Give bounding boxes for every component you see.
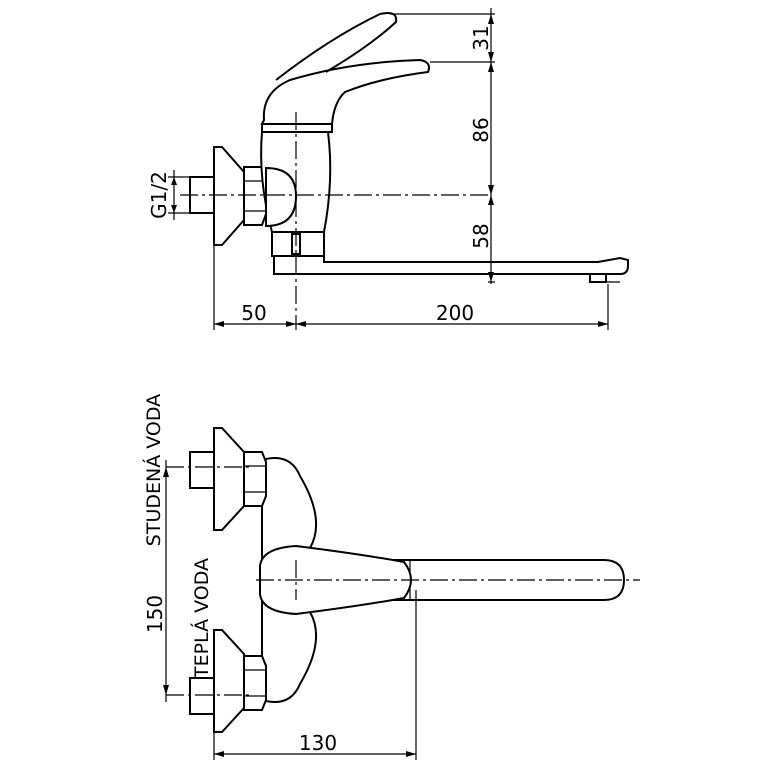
dim-label-thread: G1/2 (147, 171, 171, 219)
side-lever-handle (260, 58, 430, 125)
top-lower-flange (213, 629, 245, 733)
dim-label-58: 58 (469, 223, 493, 248)
top-lower-inlet-pipe (189, 677, 215, 715)
dim-arrows-horizontal-bottom (214, 321, 608, 327)
top-lever (259, 544, 412, 616)
dim-arrows-vertical-right (488, 14, 494, 282)
side-spout-tip (589, 273, 607, 283)
side-connector-dome (265, 166, 298, 228)
side-view: 31 86 58 G1/2 50 200 (147, 8, 629, 330)
dim-label-86: 86 (469, 117, 493, 142)
dim-label-150: 150 (143, 595, 167, 633)
top-upper-hex-nut (243, 451, 267, 507)
side-spout (273, 255, 629, 275)
dim-label-31: 31 (469, 25, 493, 50)
top-upper-flange (213, 427, 245, 531)
top-lower-hex-nut (243, 655, 267, 711)
label-cold-water: STUDENÁ VODA (142, 394, 165, 546)
side-lever-raised (275, 12, 398, 81)
top-view: 150 STUDENÁ VODA TEPLÁ VODA 130 (142, 394, 640, 760)
label-hot-water: TEPLÁ VODA (190, 558, 213, 679)
top-upper-inlet-pipe (189, 451, 215, 489)
dim-label-130: 130 (299, 731, 337, 755)
dim-label-200: 200 (436, 301, 474, 325)
side-wall-flange (213, 146, 245, 246)
dim-arrows-thread (171, 177, 177, 213)
dim-label-50: 50 (241, 301, 266, 325)
